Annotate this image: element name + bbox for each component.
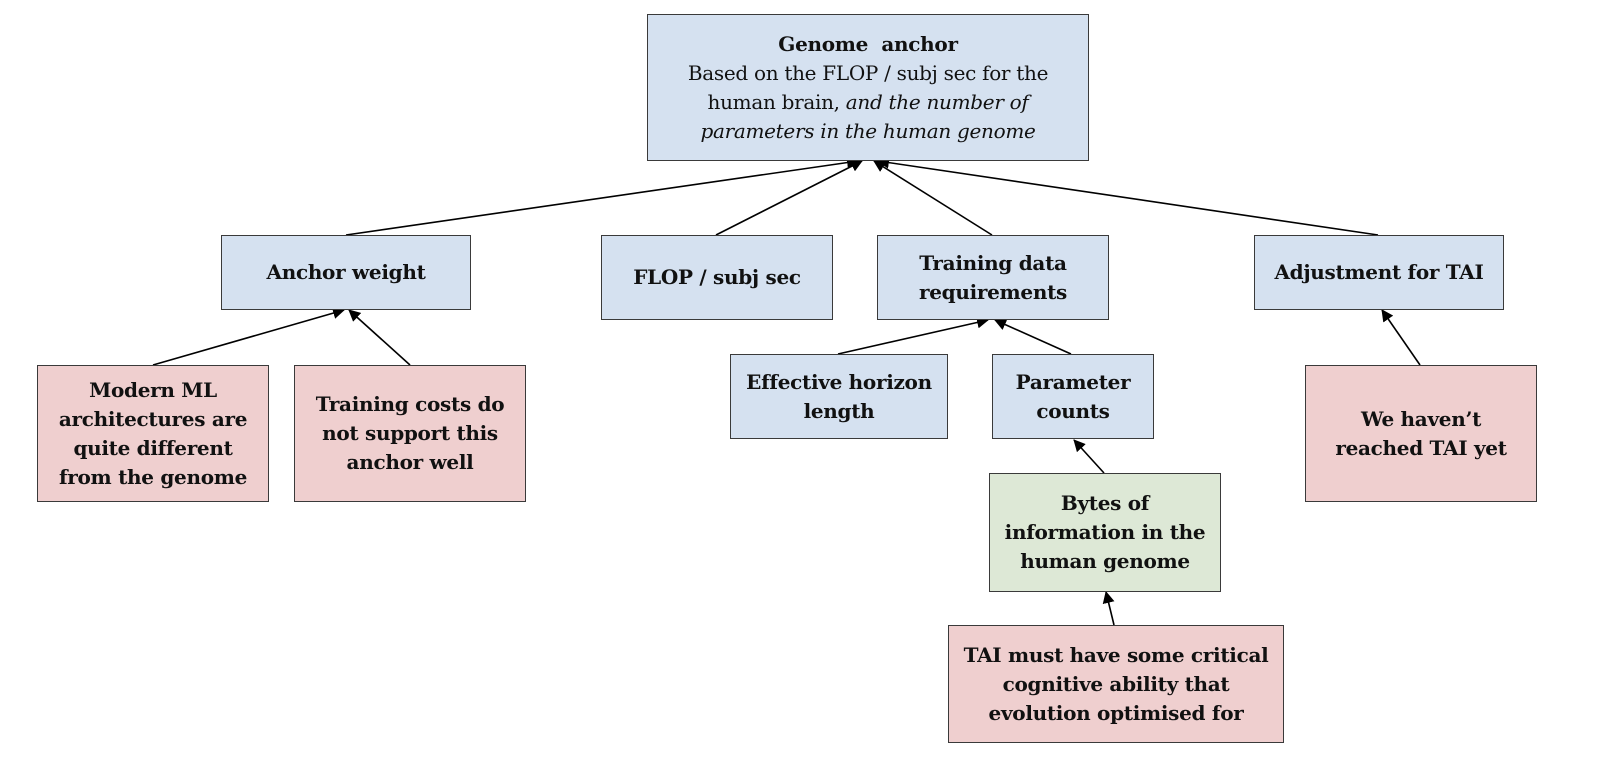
node-tai-critical-ability[interactable]: TAI must have some critical cognitive ab…: [948, 625, 1284, 743]
effective-horizon-line2: length: [803, 398, 875, 423]
edge-modern-ml-to-anchor-weight: [152, 307, 345, 366]
edge-adjustment-to-genome-anchor: [877, 156, 1379, 236]
modern-ml-line2: architectures are: [58, 406, 248, 431]
node-training-costs[interactable]: Training costs do not support this ancho…: [294, 365, 526, 502]
modern-ml-line4: from the genome: [58, 464, 248, 489]
training-costs-line1: Training costs do: [315, 392, 505, 416]
edge-training-costs-to-anchor-weight: [348, 309, 411, 366]
genome-anchor-desc-line1: Based on the FLOP / subj sec for the: [687, 60, 1049, 85]
edge-training-data-to-genome-anchor: [873, 160, 993, 236]
training-data-label-line2: requirements: [919, 279, 1067, 304]
genome-anchor-desc-line2-italic: and the number of: [845, 89, 1029, 114]
tai-critical-line1: TAI must have some critical: [963, 642, 1269, 667]
havent-reached-line2: reached TAI yet: [1335, 435, 1507, 460]
training-costs-line3: anchor well: [346, 450, 474, 474]
anchor-weight-label: Anchor weight: [266, 260, 426, 284]
node-modern-ml[interactable]: Modern ML architectures are quite differ…: [37, 365, 269, 502]
modern-ml-line3: quite different: [73, 435, 233, 460]
bytes-line2: information in the: [1004, 520, 1206, 544]
tai-critical-line3: evolution optimised for: [988, 700, 1244, 725]
node-parameter-counts[interactable]: Parameter counts: [992, 354, 1154, 439]
edge-tai-critical-to-bytes: [1102, 591, 1115, 626]
adjustment-for-tai-label: Adjustment for TAI: [1274, 260, 1484, 284]
node-genome-anchor[interactable]: Genome anchor Based on the FLOP / subj s…: [647, 14, 1089, 161]
edge-flop-to-genome-anchor: [715, 160, 863, 236]
edge-anchor-weight-to-genome-anchor: [345, 156, 859, 236]
bytes-line1: Bytes of: [1060, 491, 1150, 515]
training-costs-line2: not support this: [322, 421, 498, 445]
effective-horizon-line1: Effective horizon: [746, 369, 932, 394]
parameter-counts-line1: Parameter: [1015, 369, 1131, 394]
node-adjustment-for-tai[interactable]: Adjustment for TAI: [1254, 235, 1504, 310]
havent-reached-line1: We haven’t: [1360, 406, 1482, 431]
node-anchor-weight[interactable]: Anchor weight: [221, 235, 471, 310]
modern-ml-line1: Modern ML: [89, 377, 217, 402]
tai-critical-line2: cognitive ability that: [1002, 671, 1230, 696]
edge-effective-horizon-to-training-data: [837, 316, 989, 355]
genome-anchor-desc-line2: human brain, and the number of: [708, 88, 1029, 117]
edge-parameter-counts-to-training-data: [994, 319, 1072, 355]
genome-anchor-desc-line3: parameters in the human genome: [700, 118, 1036, 143]
node-flop-subj-sec[interactable]: FLOP / subj sec: [601, 235, 833, 320]
training-data-label-line1: Training data: [919, 250, 1067, 275]
flop-subj-sec-label: FLOP / subj sec: [633, 265, 801, 289]
parameter-counts-line2: counts: [1036, 398, 1110, 423]
genome-anchor-title: Genome anchor: [778, 31, 958, 56]
edge-havent-reached-to-adjustment: [1381, 309, 1421, 366]
node-training-data-requirements[interactable]: Training data requirements: [877, 235, 1109, 320]
edge-bytes-to-parameter-counts: [1073, 439, 1105, 474]
genome-anchor-desc-line2-plain: human brain,: [707, 89, 846, 114]
node-bytes-of-information[interactable]: Bytes of information in the human genome: [989, 473, 1221, 592]
node-havent-reached-tai[interactable]: We haven’t reached TAI yet: [1305, 365, 1537, 502]
bytes-line3: human genome: [1020, 549, 1190, 573]
node-effective-horizon-length[interactable]: Effective horizon length: [730, 354, 948, 439]
